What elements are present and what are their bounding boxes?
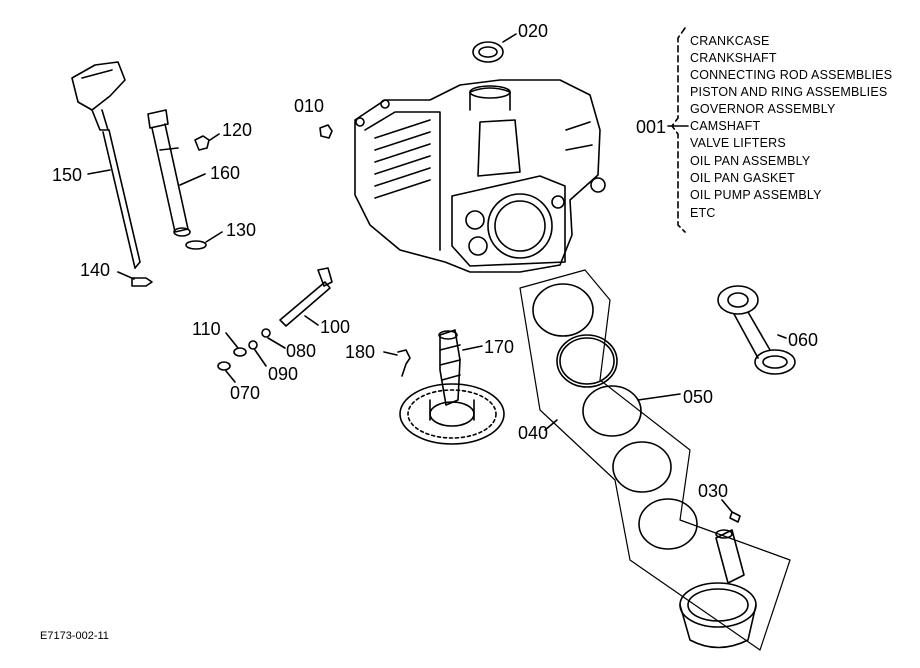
bolt-120-drawing bbox=[194, 135, 210, 151]
callout-180: 180 bbox=[345, 342, 376, 362]
governor-shaft-drawing bbox=[279, 267, 333, 327]
camshaft-drawing bbox=[399, 329, 505, 445]
kit-item: ETC bbox=[690, 206, 716, 220]
piston-rings-drawing bbox=[532, 283, 698, 550]
callout-110: 110 bbox=[192, 319, 221, 339]
callout-160: 160 bbox=[210, 163, 241, 183]
callout-030: 030 bbox=[698, 481, 729, 501]
callout-040: 040 bbox=[518, 423, 549, 443]
callout-001: 001 bbox=[636, 117, 667, 137]
washer-110-drawing bbox=[233, 347, 247, 357]
piston-pin-drawing bbox=[715, 511, 745, 584]
connecting-rod-drawing bbox=[717, 285, 796, 375]
piston-drawing bbox=[679, 582, 757, 649]
kit-item: CRANKSHAFT bbox=[690, 51, 777, 65]
kit-item: CONNECTING ROD ASSEMBLIES bbox=[690, 68, 893, 82]
kit-item: CAMSHAFT bbox=[690, 119, 761, 133]
kit-item: CRANKCASE bbox=[690, 34, 770, 48]
oil-seal-drawing bbox=[472, 41, 504, 63]
part-140-drawing bbox=[131, 277, 153, 287]
kit-item: OIL PUMP ASSEMBLY bbox=[690, 188, 822, 202]
callout-100: 100 bbox=[320, 317, 351, 337]
crankcase-drawing bbox=[354, 79, 606, 273]
callout-130: 130 bbox=[226, 220, 257, 240]
callout-090: 090 bbox=[268, 364, 299, 384]
callout-140: 140 bbox=[80, 260, 111, 280]
figure-code: E7173-002-11 bbox=[40, 630, 109, 642]
callout-010: 010 bbox=[294, 96, 325, 116]
callout-170: 170 bbox=[484, 337, 515, 357]
kit-item: PISTON AND RING ASSEMBLIES bbox=[690, 85, 888, 99]
clip-070-drawing bbox=[217, 361, 231, 371]
callout-050: 050 bbox=[683, 387, 714, 407]
callout-080: 080 bbox=[286, 341, 317, 361]
callout-070: 070 bbox=[230, 383, 261, 403]
oring-130-drawing bbox=[185, 240, 207, 250]
part-010-drawing bbox=[319, 124, 333, 139]
kit-item: OIL PAN ASSEMBLY bbox=[690, 154, 811, 168]
ring-080-drawing bbox=[261, 328, 271, 338]
kit-item: GOVERNOR ASSEMBLY bbox=[690, 102, 836, 116]
callout-020: 020 bbox=[518, 21, 549, 41]
callout-150: 150 bbox=[52, 165, 83, 185]
pin-090-drawing bbox=[248, 340, 258, 350]
kit-item: VALVE LIFTERS bbox=[690, 136, 786, 150]
callout-060: 060 bbox=[788, 330, 819, 350]
dipstick-tube-drawing bbox=[147, 109, 191, 237]
bolt-180-drawing bbox=[397, 349, 411, 377]
kit-item: OIL PAN GASKET bbox=[690, 171, 795, 185]
dipstick-drawing bbox=[71, 61, 141, 269]
callout-120: 120 bbox=[222, 120, 253, 140]
